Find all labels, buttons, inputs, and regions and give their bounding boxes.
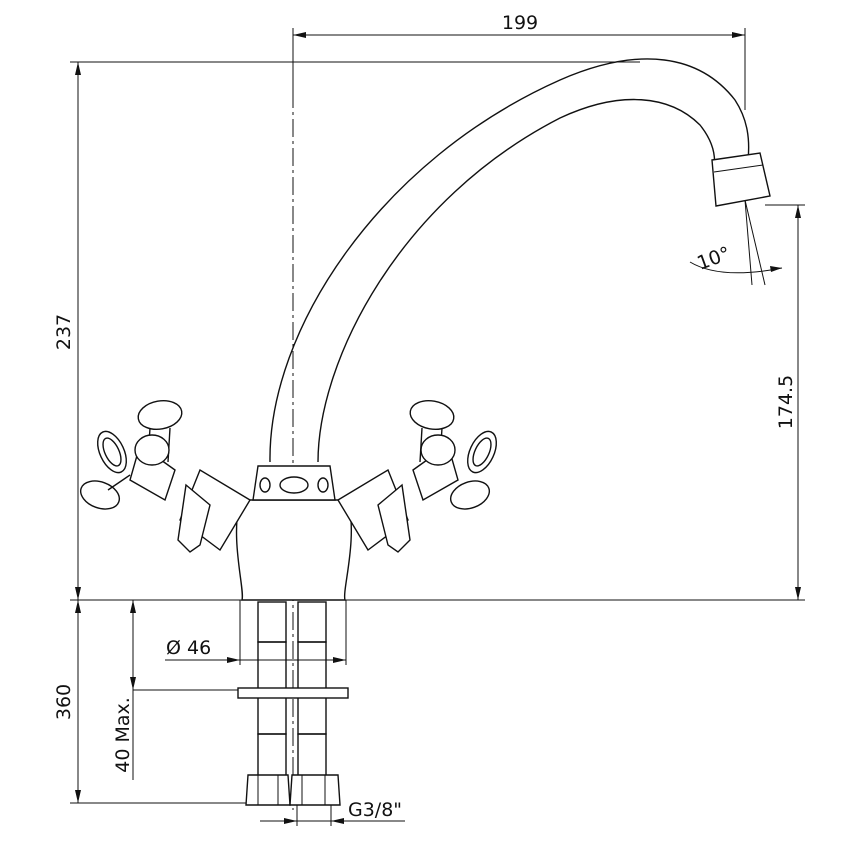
label-base-diameter: Ø 46 (166, 637, 211, 659)
dimension-base-diameter: Ø 46 (165, 600, 347, 665)
dimension-connection-thread: G3/8" (260, 799, 405, 826)
faucet-body (235, 465, 352, 601)
left-nut (245, 774, 291, 806)
spout (269, 58, 771, 463)
dimension-spout-angle: 10° (689, 199, 783, 286)
dimension-hose-length: 360 (53, 600, 81, 803)
supply-hoses (237, 601, 349, 806)
label-spout-reach: 199 (502, 12, 538, 34)
label-total-height: 237 (53, 314, 75, 350)
dimension-total-height: 237 (53, 62, 81, 600)
label-deck-thickness: 40 Max. (112, 697, 134, 773)
label-hose-length: 360 (53, 684, 75, 720)
right-nut (289, 774, 341, 806)
aerator (711, 152, 771, 207)
left-handle (79, 399, 251, 553)
dimension-spout-reach: 199 (293, 12, 745, 38)
label-connection-thread: G3/8" (348, 799, 402, 821)
label-spout-angle: 10° (694, 243, 733, 275)
label-outlet-height: 174.5 (775, 375, 797, 429)
right-handle (337, 399, 498, 553)
extension-lines (70, 28, 805, 810)
mounting-bracket (237, 687, 349, 699)
dimension-deck-thickness: 40 Max. (112, 600, 136, 780)
dimension-outlet-height: 174.5 (775, 205, 801, 600)
